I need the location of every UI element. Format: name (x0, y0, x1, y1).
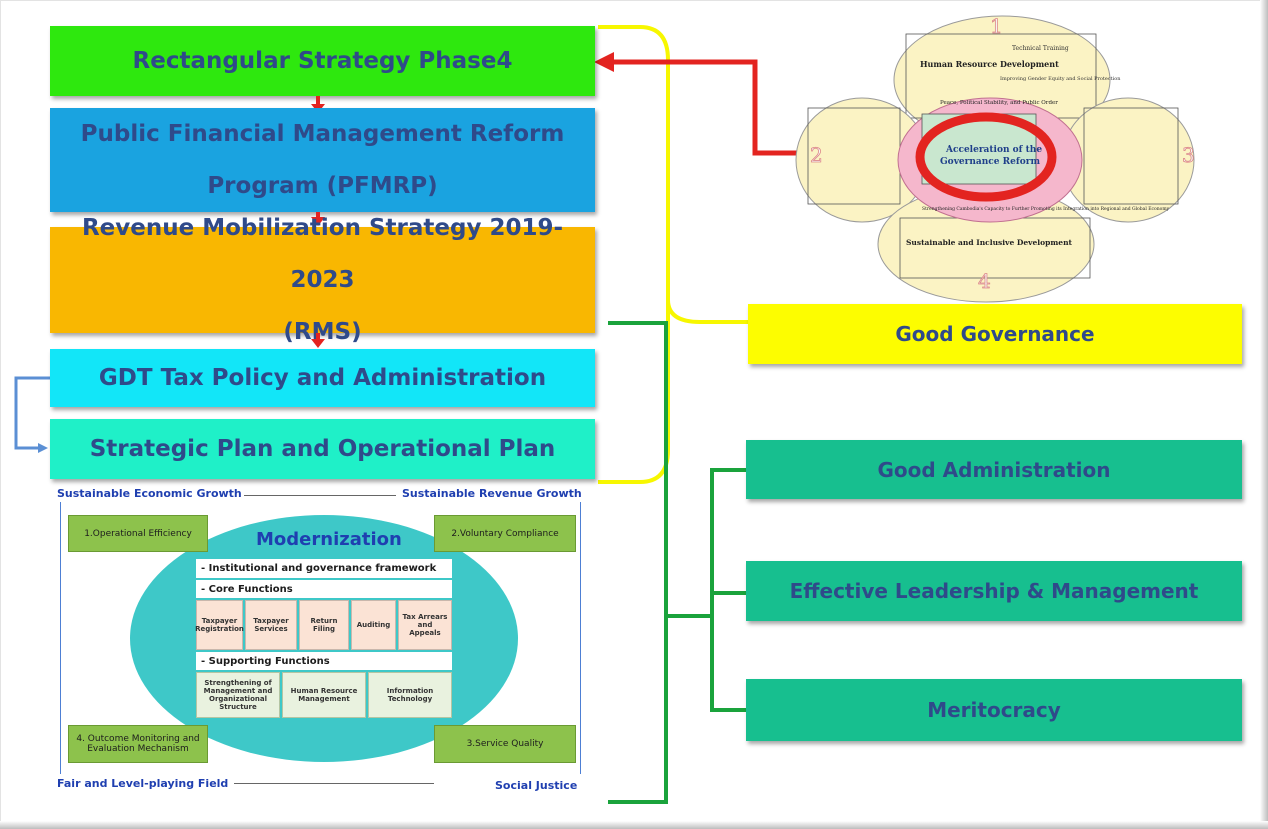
bottom-rule (234, 783, 434, 784)
pfmrp-line2: Program (PFMRP) (207, 173, 438, 199)
meritocracy-label: Meritocracy (927, 698, 1061, 722)
rectangular-strategy-label: Rectangular Strategy Phase4 (132, 48, 513, 74)
label-sustainable-revenue-growth: Sustainable Revenue Growth (402, 487, 582, 500)
modernization-title: Modernization (256, 529, 402, 550)
petal-1-title: Human Resource Development (920, 59, 1059, 69)
gdt-label: GDT Tax Policy and Administration (98, 365, 547, 391)
cell-text: Management and (203, 687, 273, 695)
petal-left (795, 97, 929, 223)
cell-taxpayer-services: Taxpayer Services (245, 600, 297, 650)
ring-top-text: Peace, Political Stability, and Public O… (940, 100, 1058, 106)
label-social-justice: Social Justice (495, 779, 578, 792)
cell-text: Filing (313, 625, 335, 633)
cell-taxpayer-registration: Taxpayer Registration (195, 600, 244, 650)
down-arrow-2 (311, 217, 325, 226)
petal-4-number: 4 (978, 269, 991, 293)
cell-text: Auditing (356, 621, 391, 629)
slide-shadow-bottom (0, 821, 1268, 829)
gdt-box: GDT Tax Policy and Administration (50, 349, 595, 407)
core-title-line1: Acceleration of the (945, 145, 1042, 155)
petal-1-item: Improving Gender Equity and Social Prote… (1000, 76, 1121, 82)
cell-text: and (417, 621, 433, 629)
cell-strengthening-management: Strengthening of Management and Organiza… (196, 672, 280, 718)
cell-text: Registration (195, 625, 244, 633)
corner-service-quality: 3.Service Quality (434, 725, 576, 763)
cell-information-technology: Information Technology (368, 672, 452, 718)
top-rule (244, 495, 396, 496)
effective-leadership-box: Effective Leadership & Management (746, 561, 1242, 621)
ring-bottom-text: Strengthening Cambodia's Capacity to Fur… (922, 206, 1170, 212)
left-rule (60, 502, 61, 774)
cell-return-filing: Return Filing (299, 600, 349, 650)
core-title-line2: Governance Reform (940, 157, 1040, 167)
cell-text: Return (310, 617, 338, 625)
corner-operational-efficiency: 1.Operational Efficiency (68, 515, 208, 552)
label-sustainable-economic-growth: Sustainable Economic Growth (57, 487, 242, 500)
cell-text: Strengthening of (204, 679, 272, 687)
good-governance-box: Good Governance (748, 304, 1242, 364)
down-arrow-3 (311, 339, 325, 348)
cell-text: Organizational Structure (209, 695, 267, 711)
red-highlight-circle (915, 112, 1057, 202)
petal-3-number: 3 (1182, 143, 1195, 167)
slide-shadow-right (1260, 0, 1268, 829)
down-arrow-stem-3 (316, 333, 320, 340)
cell-human-resource: Human Resource Management (282, 672, 366, 718)
cell-auditing: Auditing (351, 600, 396, 650)
pfmrp-box: Public Financial Management Reform Progr… (50, 108, 595, 212)
cell-text: Technology (387, 695, 433, 703)
cell-text: Taxpayer (253, 617, 289, 625)
cell-text: Human Resource (290, 687, 358, 695)
rms-line1: Revenue Mobilization Strategy 2019-2023 (81, 215, 564, 293)
cell-text: Appeals (409, 629, 441, 637)
pfmrp-line1: Public Financial Management Reform (80, 121, 565, 147)
good-governance-label: Good Governance (895, 322, 1095, 346)
cell-tax-arrears: Tax Arrears and Appeals (398, 600, 452, 650)
row-supporting-functions: - Supporting Functions (196, 652, 452, 670)
corner-voluntary-compliance: 2.Voluntary Compliance (434, 515, 576, 552)
good-administration-box: Good Administration (746, 440, 1242, 499)
strategic-plan-label: Strategic Plan and Operational Plan (89, 436, 556, 462)
down-arrow-stem-2 (316, 212, 320, 219)
meritocracy-box: Meritocracy (746, 679, 1242, 741)
cell-text: Management (298, 695, 350, 703)
rectangular-strategy-box: Rectangular Strategy Phase4 (50, 26, 595, 96)
row-institutional: - Institutional and governance framework (196, 559, 452, 578)
strategic-plan-box: Strategic Plan and Operational Plan (50, 419, 595, 479)
cell-text: Taxpayer (201, 617, 238, 625)
petal-2-number: 2 (810, 143, 823, 167)
cell-text: Information (386, 687, 434, 695)
corner-outcome-monitoring: 4. Outcome Monitoring and Evaluation Mec… (68, 725, 208, 763)
row-core-functions: - Core Functions (196, 580, 452, 598)
cell-text: Tax Arrears (402, 613, 448, 621)
petal-4-title: Sustainable and Inclusive Development (906, 238, 1073, 247)
good-administration-label: Good Administration (877, 457, 1111, 482)
right-rule (580, 502, 581, 774)
label-fair-level-playing-field: Fair and Level-playing Field (57, 777, 229, 790)
corner4-line2: Evaluation Mechanism (87, 744, 189, 754)
petal-1-number: 1 (990, 14, 1003, 38)
down-arrow-stem-1 (316, 96, 320, 105)
corner4-line1: 4. Outcome Monitoring and (76, 734, 200, 744)
petal-1-item: Technical Training (1012, 45, 1069, 52)
cell-text: Services (254, 625, 288, 633)
effective-leadership-label: Effective Leadership & Management (789, 579, 1199, 603)
